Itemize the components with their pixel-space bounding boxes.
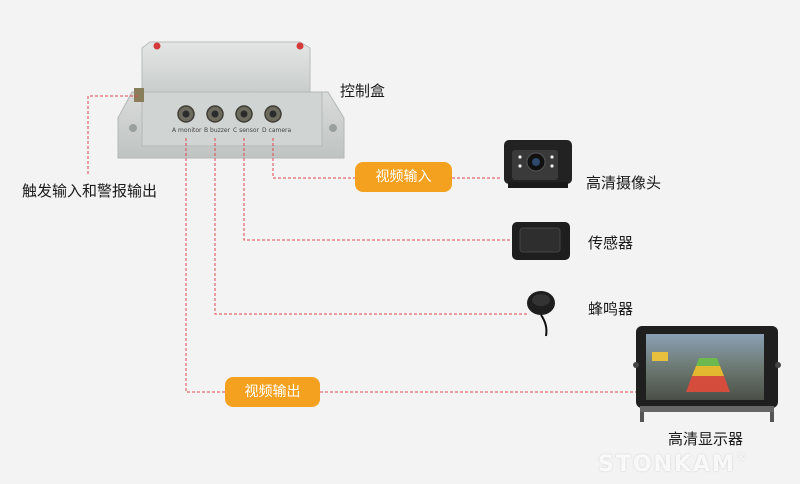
video-out-badge: 视频输出 <box>225 377 320 407</box>
control-box-icon <box>117 41 345 159</box>
connection-lines <box>87 95 640 393</box>
buzzer-label: 蜂鸣器 <box>588 300 634 318</box>
camera-line-left <box>272 138 355 179</box>
buzzer-line <box>214 138 528 315</box>
brand-mark: ® <box>735 452 748 463</box>
trigger-alarm-label: 触发输入和警报输出 <box>22 182 158 200</box>
brand-logo: STONKAM® <box>598 452 748 477</box>
port-label-a: A monitor <box>172 127 202 134</box>
port-label-c: C sensor <box>233 127 259 134</box>
hd-camera-label: 高清摄像头 <box>586 174 662 192</box>
sensor-icon <box>512 222 570 260</box>
brand-name: STONKAM <box>598 452 736 477</box>
trigger-line <box>87 95 138 176</box>
hd-display-label: 高清显示器 <box>668 430 744 448</box>
display-icon <box>633 326 781 422</box>
port-label-b: B buzzer <box>204 127 231 134</box>
control-box-label: 控制盒 <box>340 82 386 100</box>
sensor-line <box>243 138 510 241</box>
buzzer-icon <box>527 291 555 337</box>
sensor-label: 传感器 <box>588 234 634 252</box>
video-in-badge: 视频输入 <box>355 162 452 192</box>
port-label-d: D camera <box>262 127 292 134</box>
monitor-line-left <box>185 138 225 393</box>
camera-icon <box>504 140 572 188</box>
